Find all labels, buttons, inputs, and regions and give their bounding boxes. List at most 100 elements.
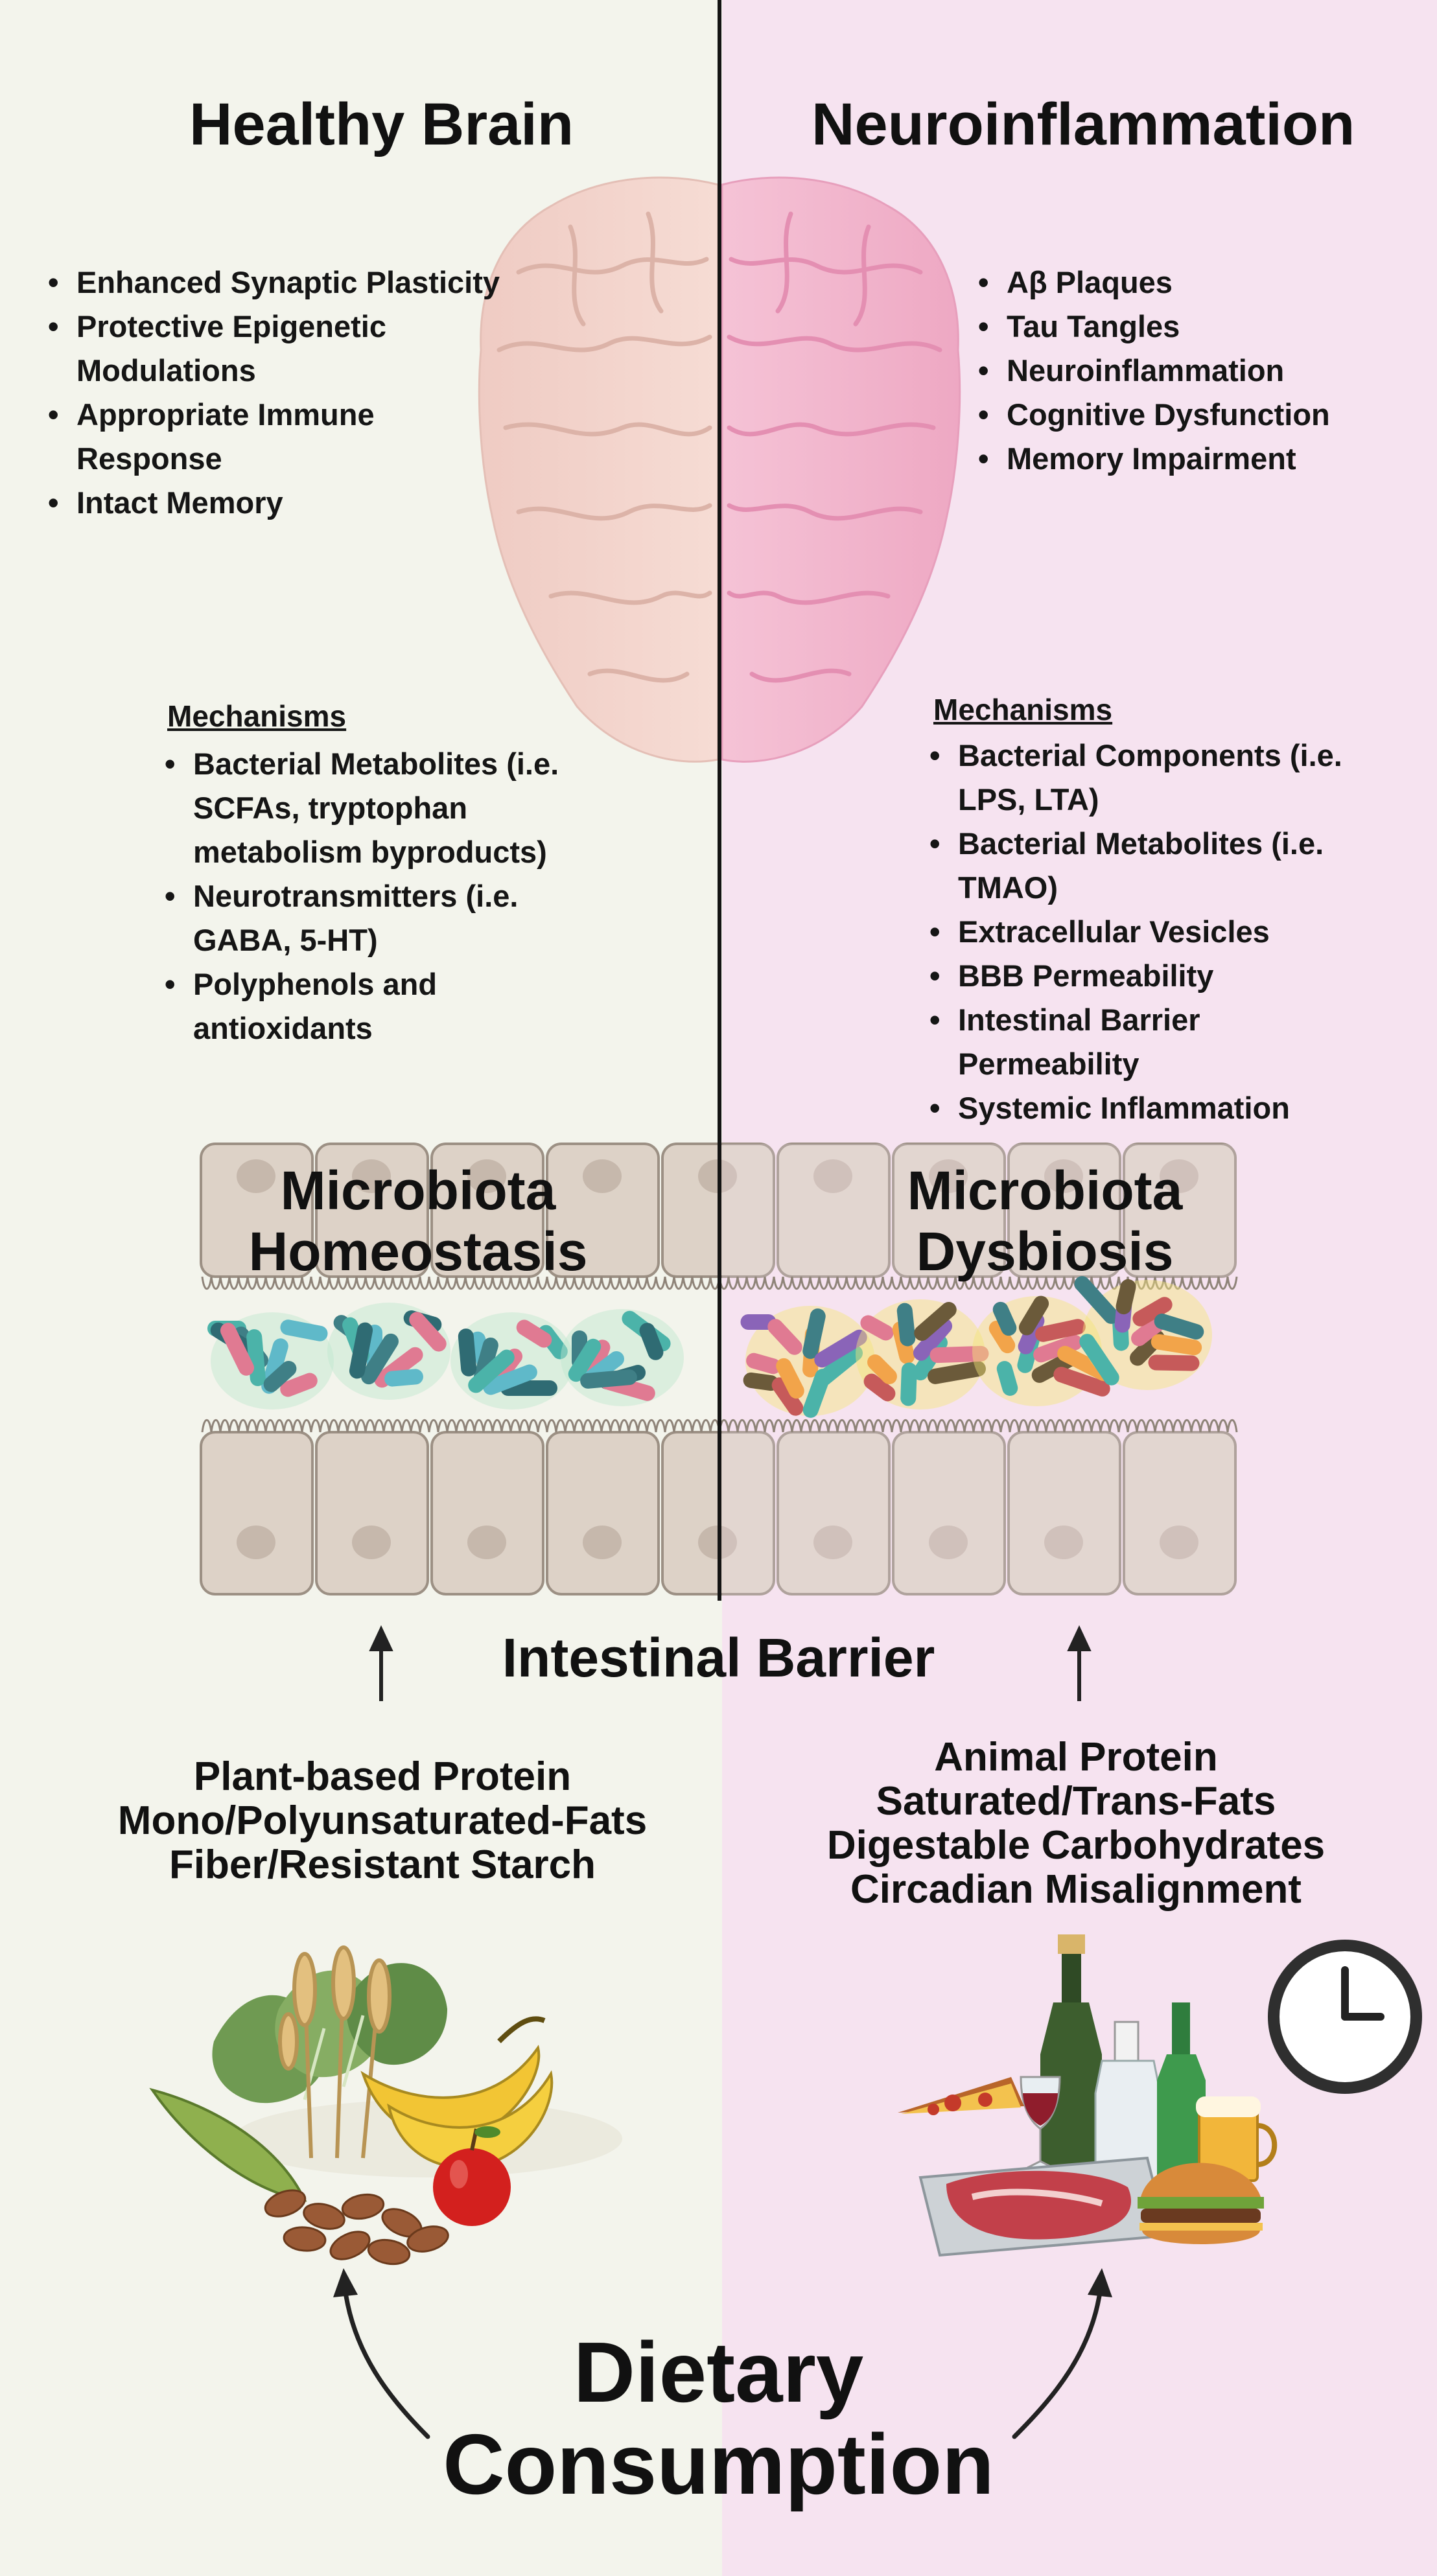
bacterium [860, 1315, 894, 1341]
diet-line: Digestable Carbohydrates [826, 1823, 1326, 1868]
champagne-bottle [1040, 1934, 1102, 2177]
bacterium [913, 1334, 948, 1381]
healthy-effects-list: Enhanced Synaptic Plasticity Protective … [45, 261, 538, 525]
bacterium [1151, 1334, 1202, 1356]
epithelial-cell [546, 1431, 660, 1595]
bacterium [767, 1319, 802, 1355]
bacterium [639, 1323, 664, 1360]
bacterium [516, 1319, 552, 1348]
bacterium [913, 1318, 953, 1361]
microbiota-dysbiosis-label: Microbiota Dysbiosis [850, 1160, 1239, 1282]
intestinal-barrier-label: Intestinal Barrier [502, 1627, 935, 1688]
brain-right-folds [727, 211, 942, 683]
diet-line: Animal Protein [934, 1735, 1218, 1780]
bacterium [746, 1352, 781, 1375]
bacterium [220, 1323, 255, 1376]
cell-nucleus [1160, 1526, 1198, 1559]
brain-illustration [478, 176, 961, 763]
cell-nucleus [583, 1526, 622, 1559]
beer-bottle [1157, 2002, 1206, 2190]
bacterium [900, 1362, 917, 1406]
cell-nucleus [929, 1526, 968, 1559]
bacterium [263, 1360, 297, 1393]
list-item: Appropriate Immune Response [45, 393, 439, 481]
epithelial-cell [200, 1431, 314, 1595]
up-arrow-icon [369, 1625, 393, 1701]
list-item: Bacterial Components (i.e. LPS, LTA) [927, 734, 1373, 822]
diet-line: Fiber/Resistant Starch [169, 1842, 596, 1887]
apple [433, 2126, 511, 2226]
upper-epithelial-cells [200, 1143, 1237, 1278]
epithelial-cell [546, 1143, 660, 1278]
bacterium [1035, 1319, 1086, 1342]
healthy-mechanisms-heading: Mechanisms [167, 699, 347, 733]
bacterium [996, 1361, 1018, 1396]
bacterium [384, 1369, 423, 1387]
bacteria-cluster-healthy [207, 1303, 684, 1410]
brain-left-hemisphere [478, 176, 719, 763]
bacterium [468, 1349, 515, 1393]
list-item: Bacterial Metabolites (i.e. SCFAs, trypt… [162, 742, 608, 874]
healthy-brain-title: Healthy Brain [189, 91, 574, 157]
bacterium [802, 1369, 831, 1418]
bananas [360, 2016, 554, 2170]
bacterium [929, 1345, 989, 1363]
packaged-meat [918, 2156, 1169, 2257]
bacterium [1116, 1279, 1136, 1315]
list-item: Systemic Inflammation [927, 1086, 1394, 1130]
bacterium [349, 1322, 373, 1379]
bacterium [280, 1319, 328, 1341]
intestinal-barrier-illustration [200, 1143, 1241, 1597]
bacteria-cluster-dysbiosis [740, 1276, 1212, 1418]
cell-nucleus [929, 1159, 968, 1193]
cell-nucleus [467, 1159, 506, 1193]
cell-nucleus [237, 1159, 275, 1193]
list-item: Protective Epigenetic Modulations [45, 305, 439, 393]
label-line: Dietary [573, 2325, 864, 2420]
cell-nucleus [1044, 1526, 1083, 1559]
diet-line: Circadian Misalignment [850, 1867, 1302, 1912]
dietary-consumption-label: Dietary Consumption [0, 2327, 1437, 2511]
brain-left-folds [497, 211, 712, 683]
label-line: Microbiota [907, 1160, 1183, 1221]
epithelial-cell [315, 1431, 429, 1595]
list-item: Tau Tangles [976, 305, 1416, 349]
list-item: Memory Impairment [976, 437, 1416, 481]
bacterium [802, 1308, 826, 1359]
center-divider [718, 0, 721, 1601]
bacterium [568, 1338, 602, 1382]
burger [1138, 2163, 1264, 2244]
curved-arrow-head [333, 2268, 358, 2297]
bacterium [1079, 1334, 1119, 1386]
list-item: Bacterial Metabolites (i.e. TMAO) [927, 822, 1347, 910]
bacterium [1132, 1297, 1173, 1327]
diet-line: Saturated/Trans-Fats [876, 1779, 1276, 1824]
clock-icon [1268, 1940, 1422, 2094]
bacterium [1057, 1345, 1112, 1382]
cell-nucleus [352, 1159, 391, 1193]
diet-line: Mono/Polyunsaturated-Fats [117, 1798, 648, 1843]
leafy-greens [212, 1963, 447, 2104]
bacterium [280, 1373, 318, 1397]
bacterium [1053, 1367, 1110, 1397]
label-line: Dysbiosis [916, 1221, 1174, 1282]
bacterium [1018, 1295, 1049, 1336]
bacterium [740, 1314, 777, 1330]
cell-nucleus [1160, 1159, 1198, 1193]
bacterium [483, 1364, 537, 1395]
cell-nucleus [1044, 1159, 1083, 1193]
label-line: Homeostasis [248, 1221, 588, 1282]
bacterium [1033, 1334, 1082, 1363]
curved-arrow-icon [342, 2285, 430, 2439]
bacterium [1074, 1276, 1119, 1324]
bacterium [992, 1301, 1017, 1336]
bacterium [409, 1312, 447, 1352]
curved-arrow-icon [1012, 2285, 1103, 2439]
list-item: Neuroinflammation [976, 349, 1416, 393]
healthy-diet-label: Plant-based Protein Mono/Polyunsaturated… [91, 1755, 674, 1887]
up-arrow-icon [1067, 1625, 1092, 1701]
bacterium [361, 1333, 399, 1385]
list-item: BBB Permeability [927, 954, 1394, 998]
